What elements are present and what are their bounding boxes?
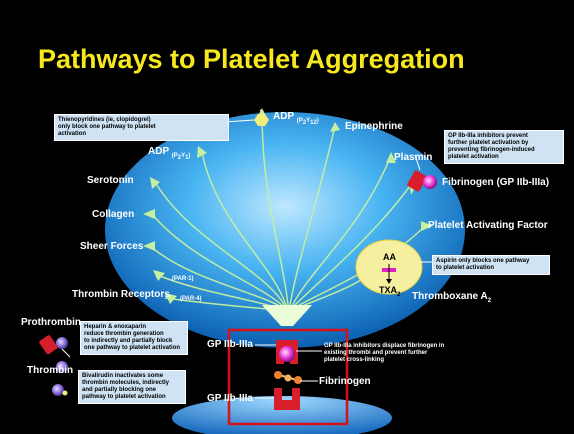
page-title: Pathways to Platelet Aggregation xyxy=(38,44,465,75)
label-platelet-activating-factor: Platelet Activating Factor xyxy=(428,220,548,232)
label-sheer-forces: Sheer Forces xyxy=(80,241,143,253)
label-prothrombin: Prothrombin xyxy=(21,317,81,329)
thrombin-molecule-2-icon xyxy=(52,384,64,396)
note-heparin: Heparin & enoxaparin reduce thrombin gen… xyxy=(80,321,188,355)
fibrinogen-chain-icon xyxy=(274,371,302,384)
label-adp-p2y1: ADP (P2Y1) xyxy=(148,146,190,164)
note-aspirin: Aspirin only blocks one pathway to plate… xyxy=(432,255,550,275)
label-plasmin: Plasmin xyxy=(394,152,432,164)
bivalirudin-icon xyxy=(63,391,68,396)
label-txa2: TXA2 xyxy=(379,284,400,301)
note-bivalirudin: Bivalirudin inactivates some thrombin mo… xyxy=(78,370,186,404)
prothrombin-icon xyxy=(38,334,68,355)
label-thrombin-receptors: Thrombin Receptors xyxy=(72,289,170,301)
gp-receptor-top-icon xyxy=(276,340,298,364)
label-serotonin: Serotonin xyxy=(87,175,134,187)
note-gp-inhibitors-displace: GP IIb-IIIa inhibitors displace fibrinog… xyxy=(321,341,467,366)
label-aa: AA xyxy=(383,251,396,263)
label-gp-iib-iiia-bottom: GP IIb-IIIa xyxy=(207,393,253,405)
label-epinephrine: Epinephrine xyxy=(345,121,403,133)
label-gp-iib-iiia-top: GP IIb-IIIa xyxy=(207,339,253,351)
label-collagen: Collagen xyxy=(92,209,134,221)
label-fibrinogen-gp: Fibrinogen (GP IIb-IIIa) xyxy=(442,177,549,189)
label-par1: (PAR-1) xyxy=(172,276,194,282)
note-gp-inhibitors-prevent: GP IIb-IIIa inhibitors prevent further p… xyxy=(444,130,564,164)
label-fibrinogen: Fibrinogen xyxy=(319,376,371,388)
note-thienopyridines: Thienopyridines (ie, clopidogrel) only b… xyxy=(54,114,229,141)
label-thrombin: Thrombin xyxy=(27,365,73,377)
label-thromboxane-a2: Thromboxane A2 xyxy=(412,291,491,307)
label-par4: (PAR-4) xyxy=(180,296,202,302)
label-adp-p2y12: ADP (P2Y12) xyxy=(273,111,319,129)
